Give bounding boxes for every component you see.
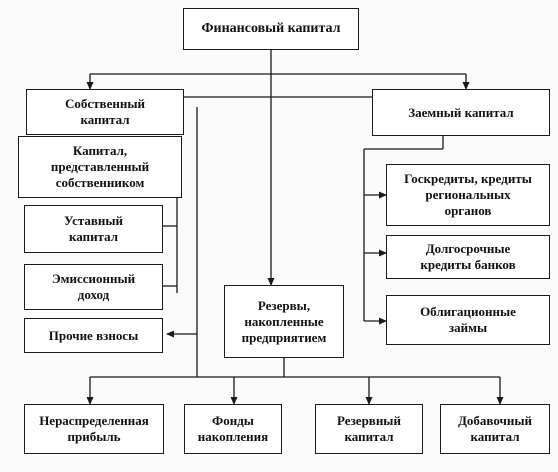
- node-reserves: Резервы, накопленные предприятием: [224, 285, 344, 358]
- node-retained-earnings: Нераспределенная прибыль: [24, 404, 164, 454]
- node-borrowed-capital: Заемный капитал: [372, 89, 550, 136]
- node-other-contributions: Прочие взносы: [24, 318, 163, 353]
- node-charter-capital: Уставный капитал: [24, 205, 163, 253]
- node-additional-capital: Добавочный капитал: [440, 404, 550, 454]
- root-node-financial-capital: Финансовый капитал: [183, 8, 359, 50]
- node-accumulation-funds: Фонды накопления: [184, 404, 282, 454]
- node-state-credits: Госкредиты, кредиты региональных органов: [386, 164, 550, 226]
- node-reserve-capital: Резервный капитал: [315, 404, 423, 454]
- node-long-term-loans: Долгосрочные кредиты банков: [386, 235, 550, 279]
- node-owner-capital: Капитал, представленный собственником: [18, 136, 182, 198]
- node-own-capital: Собственный капитал: [26, 89, 184, 135]
- node-bond-loans: Облигационные займы: [386, 295, 550, 345]
- node-emission-income: Эмиссионный доход: [24, 264, 163, 310]
